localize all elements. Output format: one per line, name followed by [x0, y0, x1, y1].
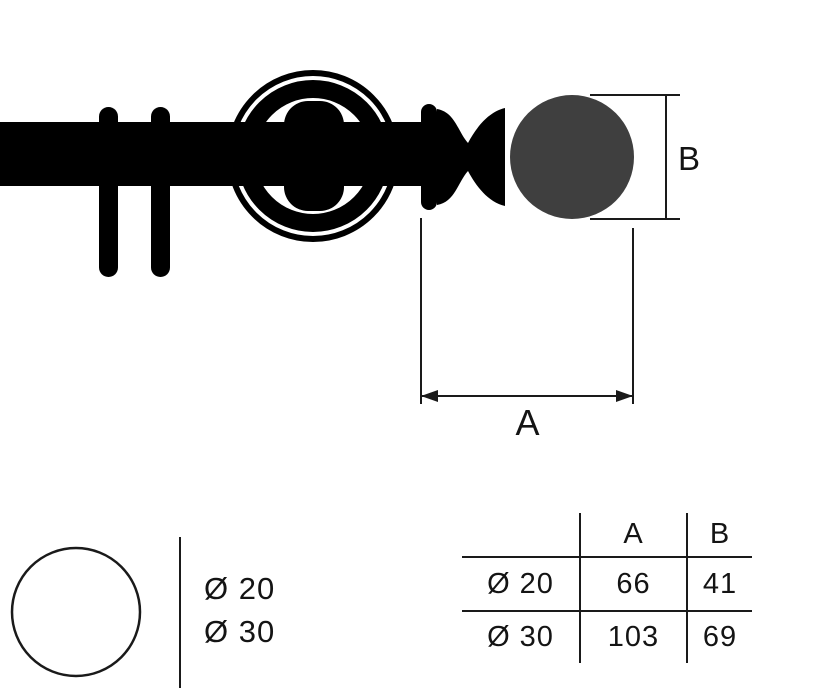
cross-section-view [10, 537, 181, 688]
table-value-a: 103 [579, 610, 686, 663]
table-header-a: A [579, 513, 686, 556]
rod-assembly [0, 70, 634, 277]
dimension-table: A B Ø 20 66 41 Ø 30 103 69 [462, 513, 752, 663]
finial-vase [437, 108, 505, 206]
dimension-a-arrows [421, 390, 633, 402]
finial-collar [421, 104, 437, 210]
rosette-inner-ring [237, 80, 389, 232]
table-value-b: 69 [686, 610, 752, 663]
diameter-label-30: Ø 30 [204, 614, 276, 649]
dimension-b-label: B [678, 140, 702, 177]
table-value-b: 41 [686, 556, 752, 610]
table-header-b: B [686, 513, 752, 556]
rosette-hub [284, 101, 344, 211]
diameter-label-20: Ø 20 [204, 571, 276, 606]
dimension-b-lines [590, 94, 680, 220]
dim-a-arrow-right [616, 390, 633, 402]
dimension-a-lines [420, 218, 634, 404]
finial-ball [510, 95, 634, 219]
curtain-ring-right [151, 107, 170, 277]
table-corner-cell [462, 513, 579, 556]
table-value-a: 66 [579, 556, 686, 610]
dimension-a-label: A [515, 402, 541, 443]
table-row-label: Ø 20 [462, 556, 579, 610]
curtain-ring-left [99, 107, 118, 277]
rosette-outer-ring [227, 70, 399, 242]
dim-a-arrow-left [421, 390, 438, 402]
cross-section-circle [10, 546, 142, 678]
table-row-label: Ø 30 [462, 610, 579, 663]
